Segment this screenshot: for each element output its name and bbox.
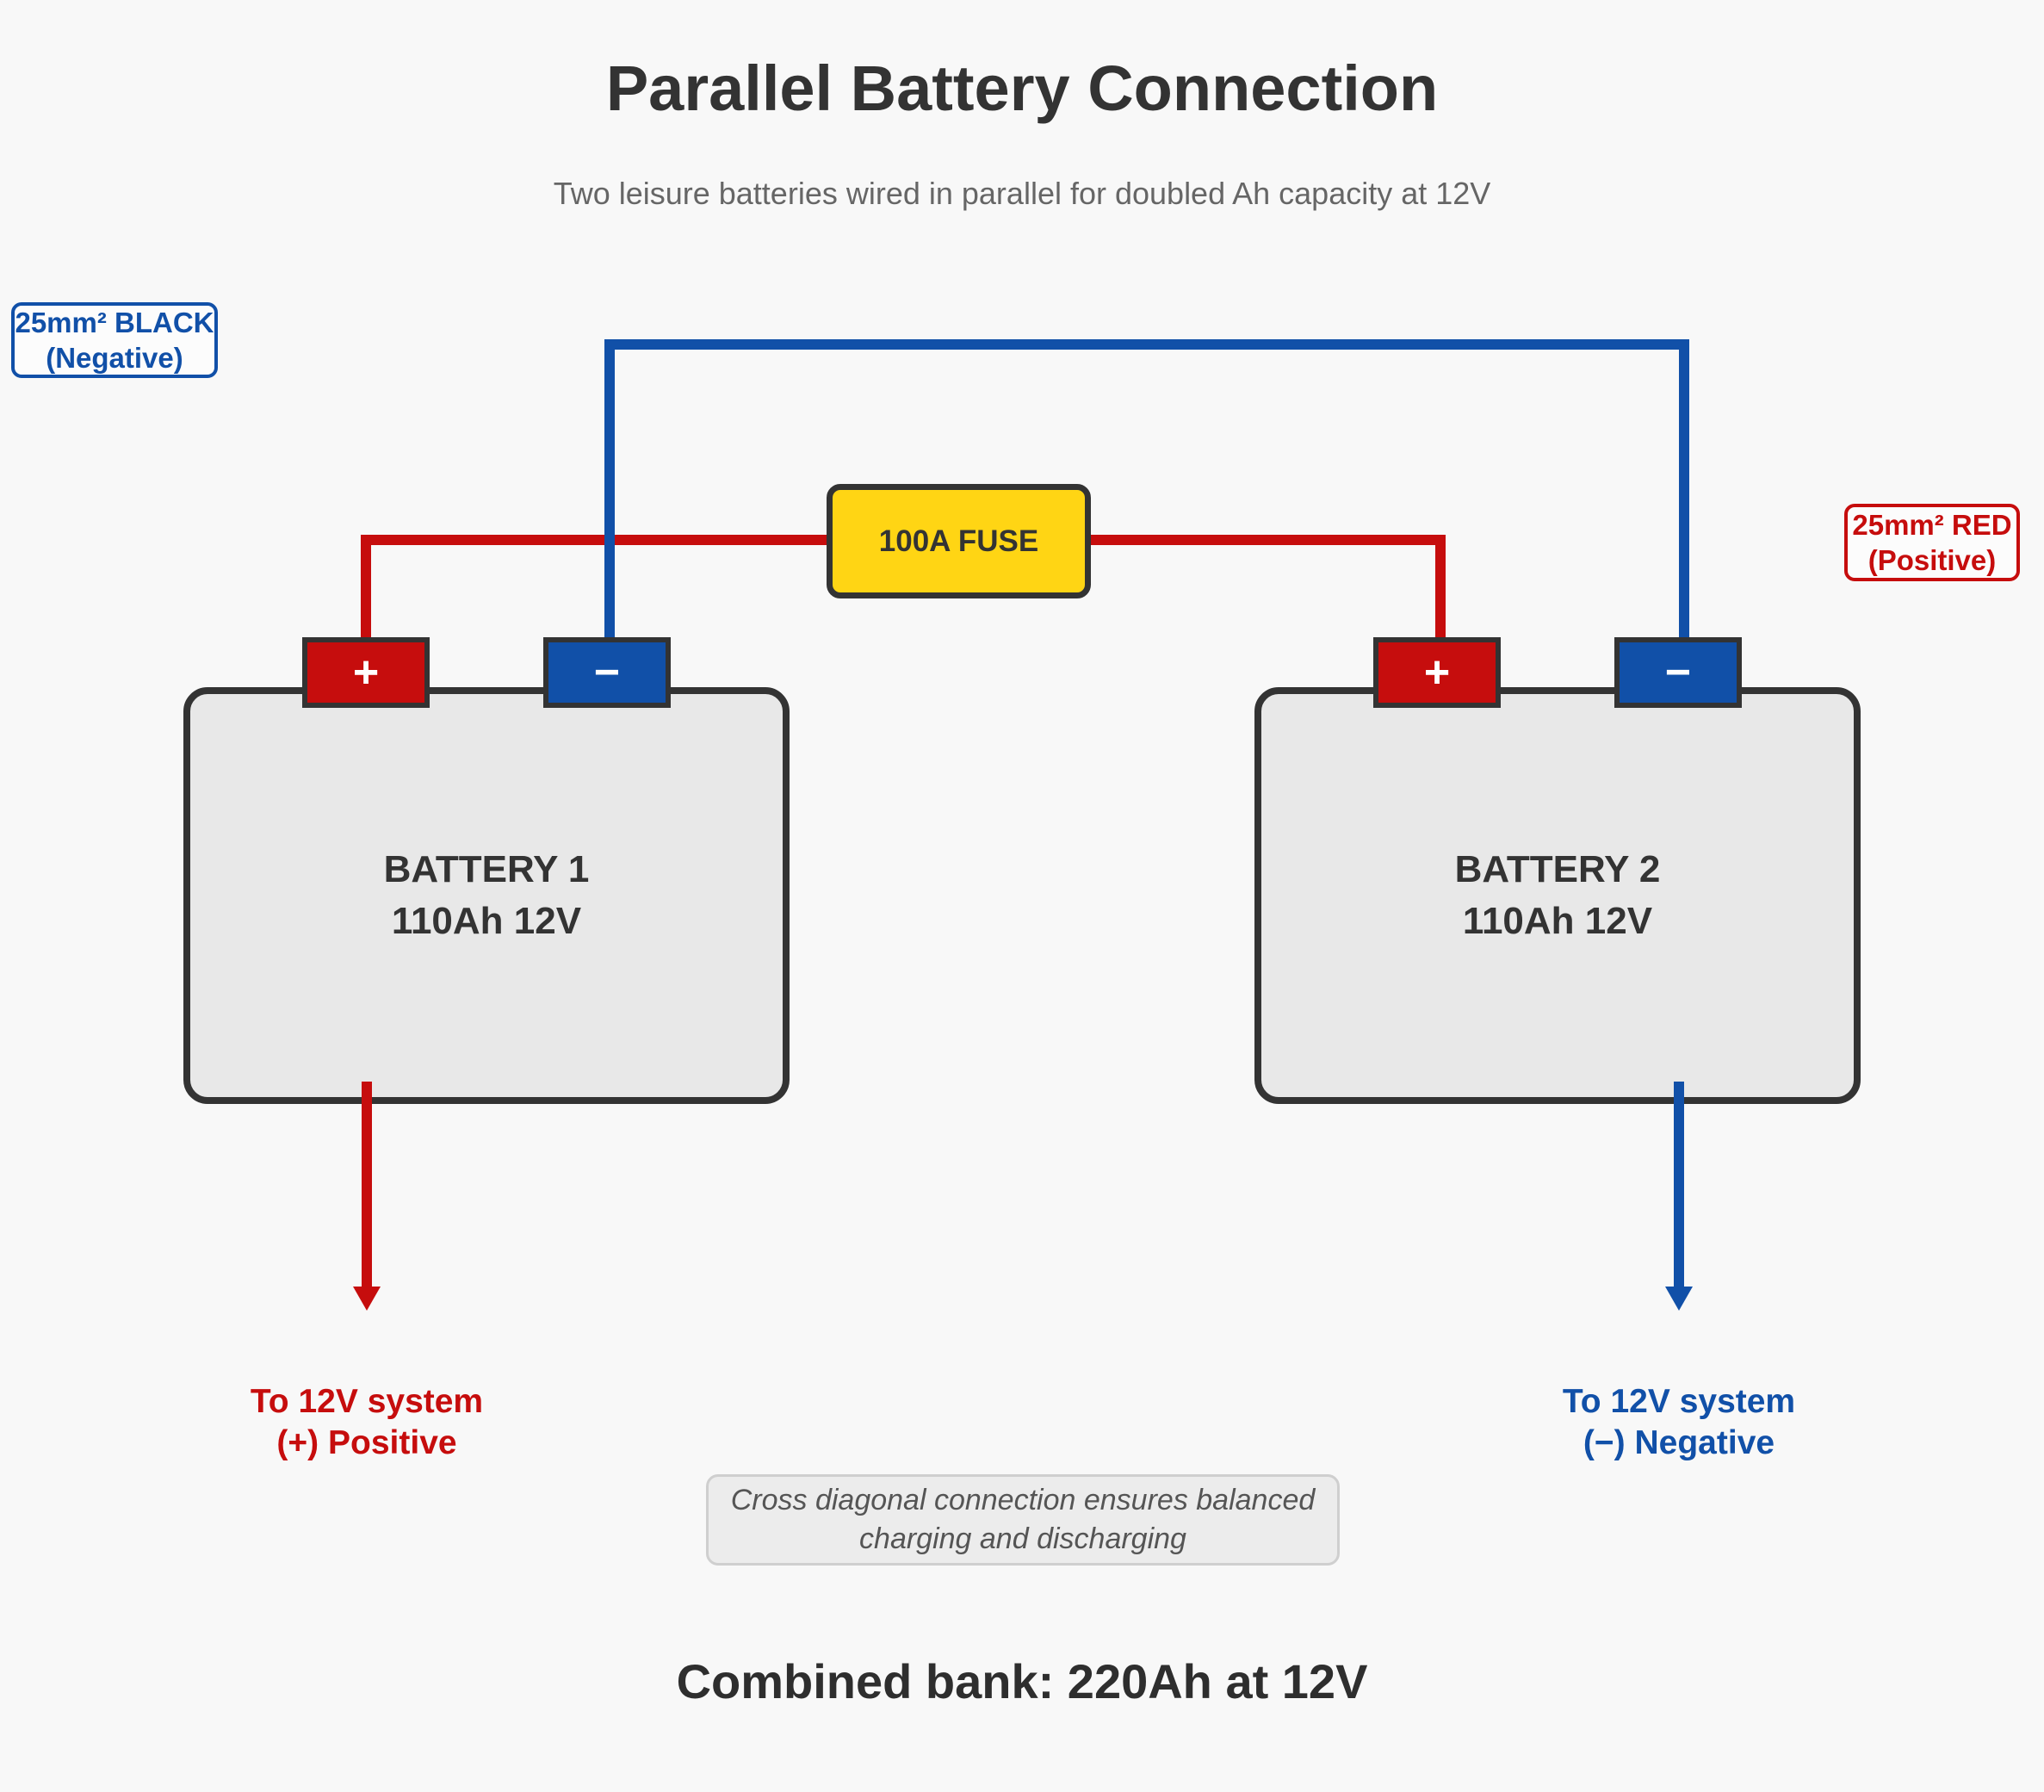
negative-cable-label: 25mm² BLACK (Negative) <box>11 302 218 378</box>
battery-1-box: BATTERY 1 110Ah 12V <box>183 687 790 1104</box>
note-line1: Cross diagonal connection ensures balanc… <box>730 1484 1316 1516</box>
page-subtitle: Two leisure batteries wired in parallel … <box>553 176 1491 211</box>
note-box: Cross diagonal connection ensures balanc… <box>706 1474 1340 1566</box>
positive-wire-to-fuse-right <box>1084 535 1446 545</box>
plus-symbol: + <box>1423 648 1451 698</box>
positive-feed-arrow-icon <box>353 1287 381 1311</box>
battery-1-name: BATTERY 1 <box>383 848 590 890</box>
plus-symbol: + <box>352 648 380 698</box>
positive-wire-battery1-riser <box>361 535 371 642</box>
system-positive-line1: To 12V system <box>250 1383 484 1420</box>
negative-cable-label-line1: 25mm² BLACK <box>15 307 214 338</box>
system-negative-line1: To 12V system <box>1562 1383 1796 1420</box>
battery-2-name: BATTERY 2 <box>1454 848 1661 890</box>
negative-feed-wire <box>1674 1082 1684 1293</box>
fuse-label: 100A FUSE <box>878 524 1039 558</box>
positive-cable-label: 25mm² RED (Positive) <box>1844 504 2020 581</box>
battery-2-positive-terminal: + <box>1373 637 1501 708</box>
battery-1-negative-terminal: − <box>543 637 671 708</box>
negative-wire-top-run <box>604 339 1689 350</box>
positive-feed-wire <box>362 1082 372 1293</box>
page-title: Parallel Battery Connection <box>605 53 1439 124</box>
negative-wire-battery2-riser <box>1679 339 1689 642</box>
system-positive-label: To 12V system (+) Positive <box>160 1381 573 1464</box>
negative-wire-battery1-riser <box>604 339 615 642</box>
system-negative-line2: (−) Negative <box>1583 1424 1775 1461</box>
minus-symbol: − <box>593 648 621 698</box>
fuse-box: 100A FUSE <box>827 484 1091 598</box>
positive-cable-label-line2: (Positive) <box>1867 544 1997 576</box>
battery-2-box: BATTERY 2 110Ah 12V <box>1254 687 1861 1104</box>
battery-2-spec: 110Ah 12V <box>1462 900 1653 942</box>
negative-feed-arrow-icon <box>1665 1287 1693 1311</box>
system-positive-line2: (+) Positive <box>276 1424 457 1461</box>
combined-bank-label: Combined bank: 220Ah at 12V <box>676 1654 1368 1708</box>
negative-cable-label-line2: (Negative) <box>46 342 183 374</box>
battery-1-positive-terminal: + <box>302 637 430 708</box>
positive-wire-to-fuse-left <box>361 535 833 545</box>
note-line2: charging and discharging <box>859 1522 1186 1555</box>
positive-wire-battery2-riser <box>1435 535 1446 642</box>
positive-cable-label-line1: 25mm² RED <box>1852 509 2012 541</box>
battery-2-negative-terminal: − <box>1614 637 1742 708</box>
battery-1-spec: 110Ah 12V <box>391 900 582 942</box>
system-negative-label: To 12V system (−) Negative <box>1472 1381 1886 1464</box>
minus-symbol: − <box>1664 648 1692 698</box>
